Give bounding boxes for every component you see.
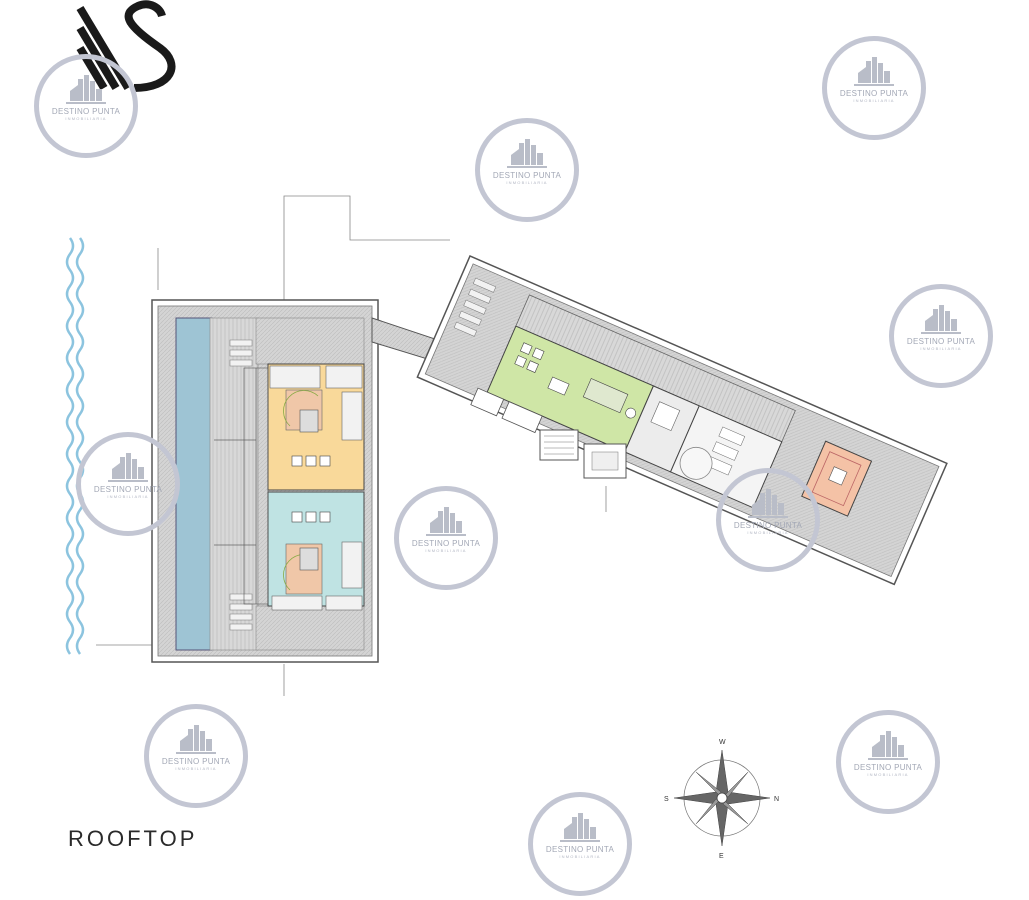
watermark-brand: DESTINO PUNTA [839,89,909,98]
building-icon [66,75,106,104]
building-icon [507,139,547,168]
building-icon [176,725,216,754]
watermark-logo: DESTINO PUNTA INMOBILIARIA [716,468,820,572]
watermark-subtitle: INMOBILIARIA [559,854,601,859]
service-stairs [539,429,627,479]
page-title: ROOFTOP [68,826,198,851]
lap-pool [175,317,213,651]
watermark-subtitle: INMOBILIARIA [853,98,895,103]
watermark-logo: DESTINO PUNTA INMOBILIARIA [144,704,248,808]
left-building [151,299,379,663]
watermark-brand: DESTINO PUNTA [545,845,615,854]
compass-west-label: W [719,739,726,746]
watermark-logo: DESTINO PUNTA INMOBILIARIA [394,486,498,590]
watermark-subtitle: INMOBILIARIA [425,548,467,553]
watermark-logo: DESTINO PUNTA INMOBILIARIA [76,432,180,536]
building-icon [854,57,894,86]
watermark-subtitle: INMOBILIARIA [107,494,149,499]
building-icon [560,813,600,842]
sun-loungers [229,339,253,631]
watermark-brand: DESTINO PUNTA [492,171,562,180]
railings [243,367,269,605]
building-icon [426,507,466,536]
watermark-logo: DESTINO PUNTA INMOBILIARIA [475,118,579,222]
building-icon [868,731,908,760]
watermark-logo: DESTINO PUNTA INMOBILIARIA [528,792,632,896]
watermark-brand: DESTINO PUNTA [51,107,121,116]
watermark-brand: DESTINO PUNTA [411,539,481,548]
watermark-brand: DESTINO PUNTA [161,757,231,766]
table-teal [291,511,331,523]
watermark-logo: DESTINO PUNTA INMOBILIARIA [822,36,926,140]
watermark-logo: DESTINO PUNTA INMOBILIARIA [836,710,940,814]
watermark-subtitle: INMOBILIARIA [747,530,789,535]
building-icon [108,453,148,482]
water-waves [65,237,85,655]
site-lines [96,195,607,696]
table-orange [291,455,331,467]
watermark-subtitle: INMOBILIARIA [867,772,909,777]
compass-rose: W N E S [664,739,779,860]
watermark-brand: DESTINO PUNTA [906,337,976,346]
watermark-subtitle: INMOBILIARIA [65,116,107,121]
watermark-subtitle: INMOBILIARIA [920,346,962,351]
watermark-brand: DESTINO PUNTA [733,521,803,530]
watermark-subtitle: INMOBILIARIA [175,766,217,771]
building-icon [921,305,961,334]
watermark-subtitle: INMOBILIARIA [506,180,548,185]
compass-east-label: E [719,853,724,860]
watermark-brand: DESTINO PUNTA [93,485,163,494]
watermark-logo: DESTINO PUNTA INMOBILIARIA [34,54,138,158]
watermark-brand: DESTINO PUNTA [853,763,923,772]
watermark-logo: DESTINO PUNTA INMOBILIARIA [889,284,993,388]
compass-north-label: N [774,796,779,803]
building-icon [748,489,788,518]
compass-south-label: S [664,796,669,803]
